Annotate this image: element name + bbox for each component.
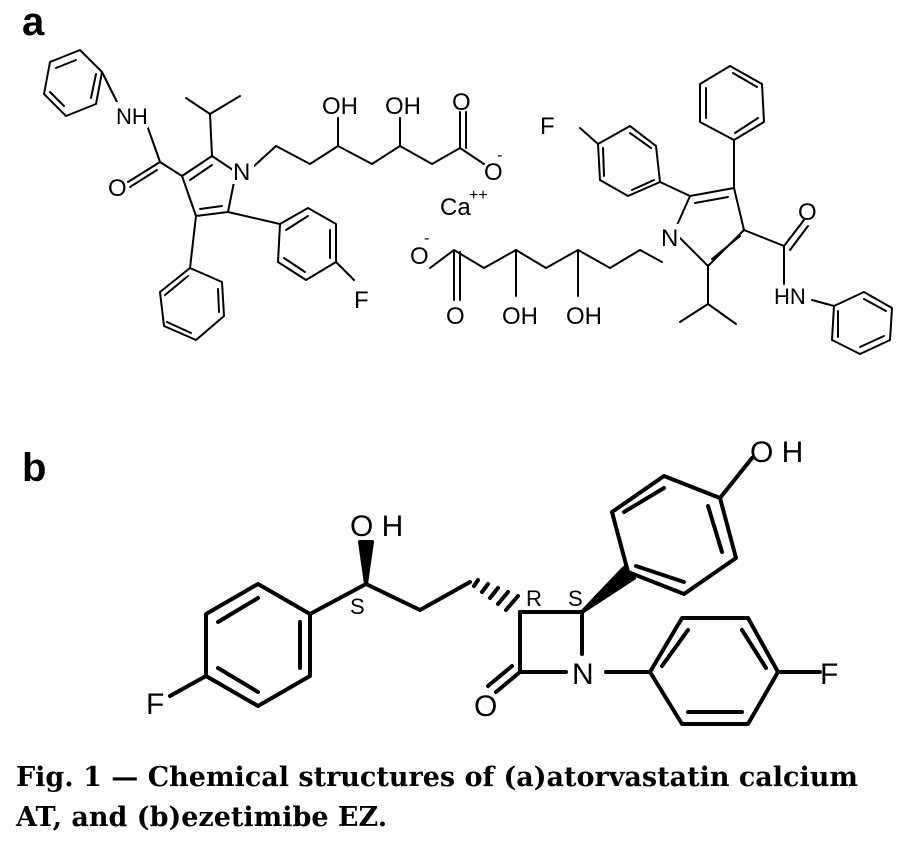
f-label-left: F xyxy=(354,287,369,314)
o-minus-label-right: O xyxy=(410,243,429,270)
nh-label-left: NH xyxy=(116,104,148,129)
oh-side-label: O H xyxy=(350,510,403,543)
o-label-bottom-right: O xyxy=(446,303,465,330)
stereo-s-label-2: S xyxy=(568,586,583,611)
n-label: N xyxy=(572,658,594,691)
n-label-left: N xyxy=(233,159,250,186)
o-amide-label-left: O xyxy=(108,175,127,202)
stereo-r-label: R xyxy=(526,586,542,611)
oh2-label-left: OH xyxy=(385,93,421,120)
panel-label-a: a xyxy=(22,0,45,44)
panel-label-b: b xyxy=(22,446,47,490)
oh1-label-left: OH xyxy=(322,93,358,120)
n-label-right: N xyxy=(661,225,678,252)
calcium-charge: ++ xyxy=(469,187,488,204)
o-minus-label-left: O xyxy=(484,159,503,186)
o-label: O xyxy=(474,690,497,723)
stereo-s-label-1: S xyxy=(350,594,365,619)
f-label-left: F xyxy=(146,688,164,721)
figure-caption: Fig. 1 — Chemical structures of (a)atorv… xyxy=(16,762,858,833)
calcium-label: Ca xyxy=(440,194,471,221)
atorvastatin-calcium-structure: NH N F OH OH O O - O Ca ++ F N O HN O - … xyxy=(43,49,893,355)
oh-top-label: O H xyxy=(750,436,803,469)
f-label-right: F xyxy=(540,113,555,140)
o-label-top-left: O xyxy=(452,89,471,116)
o-minus-charge-left: - xyxy=(497,147,502,164)
o-amide-label-right: O xyxy=(798,199,817,226)
hn-label-right: HN xyxy=(774,284,806,309)
oh2-label-right: OH xyxy=(566,303,602,330)
o-minus-charge-right: - xyxy=(424,230,429,247)
f-label-right: F xyxy=(820,658,838,691)
oh1-label-right: OH xyxy=(502,303,538,330)
